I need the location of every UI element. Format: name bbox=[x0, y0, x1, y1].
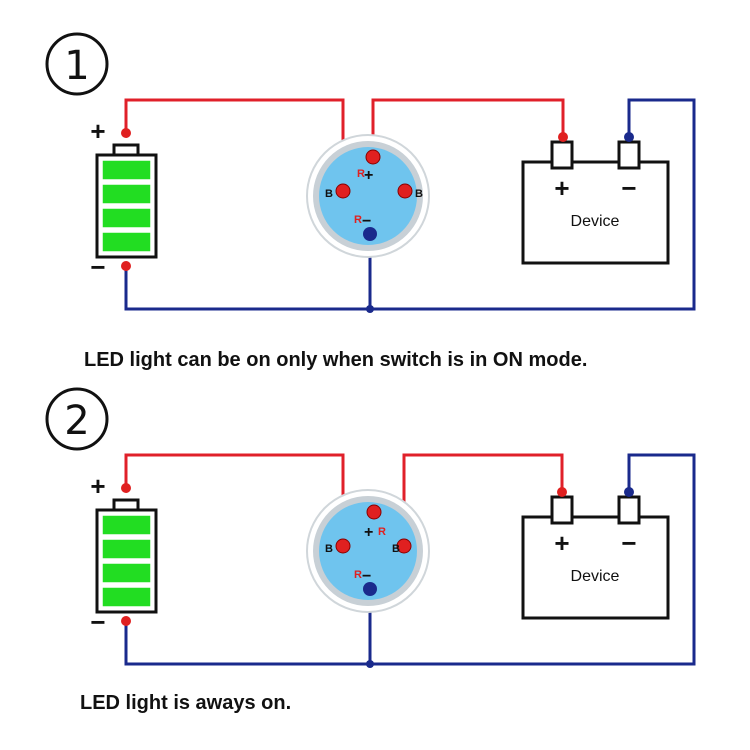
switch-r-top-pin bbox=[365, 149, 381, 165]
pin-label-minus: − bbox=[362, 568, 371, 585]
pin-label-r-bottom: R bbox=[354, 569, 362, 581]
device-plus-terminal bbox=[558, 132, 568, 142]
led-switch: R + B B R − bbox=[306, 134, 430, 258]
pin-label-b-right: B bbox=[392, 543, 400, 555]
switch-minus-pin bbox=[363, 227, 377, 241]
wire-ground-loop bbox=[124, 453, 696, 666]
device-minus-post bbox=[617, 140, 641, 170]
battery-plus-terminal bbox=[121, 128, 131, 138]
device-plus-label: + bbox=[554, 173, 569, 203]
device-body bbox=[521, 160, 670, 265]
pin-label-plus: + bbox=[364, 524, 373, 541]
number-circle bbox=[45, 387, 109, 451]
diagram-1-svg: 1 bbox=[45, 32, 696, 313]
battery-plus-label: + bbox=[90, 116, 105, 146]
battery-cell bbox=[101, 514, 152, 536]
battery: + − bbox=[90, 471, 158, 637]
pin-label-b-left: B bbox=[325, 188, 333, 200]
device-label: Device bbox=[571, 213, 620, 230]
ground-junction-dot bbox=[366, 305, 374, 313]
switch-face bbox=[319, 502, 417, 600]
diagram-2: 2 bbox=[0, 355, 750, 695]
battery-cell bbox=[101, 183, 152, 205]
battery-minus-label: − bbox=[90, 607, 105, 637]
battery-minus-terminal bbox=[121, 261, 131, 271]
diagram-2-svg: 2 bbox=[45, 387, 696, 668]
number-circle bbox=[45, 32, 109, 96]
device-plus-post bbox=[550, 495, 574, 525]
pin-label-r-top: R bbox=[357, 168, 365, 180]
switch-b-right-pin bbox=[397, 183, 413, 199]
led-switch: R + B B R − bbox=[306, 489, 430, 613]
battery: + − bbox=[90, 116, 158, 282]
battery-cell bbox=[101, 207, 152, 229]
battery-cell bbox=[101, 159, 152, 181]
number-digit: 2 bbox=[64, 398, 89, 444]
circled-one-icon: 1 bbox=[45, 32, 109, 96]
battery-plus-terminal bbox=[121, 483, 131, 493]
device: + − Device bbox=[521, 132, 670, 265]
pin-label-b-right: B bbox=[415, 188, 423, 200]
switch-minus-pin bbox=[363, 582, 377, 596]
wire-switch-r-to-device-plus bbox=[371, 98, 565, 157]
wire-switch-b-to-device-plus bbox=[402, 453, 564, 546]
pin-label-r-bottom: R bbox=[354, 214, 362, 226]
number-digit: 1 bbox=[64, 43, 89, 89]
device-minus-label: − bbox=[621, 528, 636, 558]
switch-b-right-pin bbox=[396, 538, 412, 554]
device-minus-terminal bbox=[624, 487, 634, 497]
wire-ground-loop bbox=[124, 98, 696, 311]
battery-minus-label: − bbox=[90, 252, 105, 282]
switch-r-top-pin bbox=[366, 504, 382, 520]
device-label: Device bbox=[571, 568, 620, 585]
pin-label-plus: + bbox=[364, 167, 373, 184]
battery-cell bbox=[101, 562, 152, 584]
battery-cell bbox=[101, 231, 152, 253]
device-plus-terminal bbox=[557, 487, 567, 497]
switch-b-left-pin bbox=[335, 538, 351, 554]
device-body bbox=[521, 515, 670, 620]
ground-junction-dot bbox=[366, 660, 374, 668]
device-plus-label: + bbox=[554, 528, 569, 558]
device-minus-post bbox=[617, 495, 641, 525]
caption-2: LED light is aways on. bbox=[80, 692, 292, 714]
device-minus-label: − bbox=[621, 173, 636, 203]
caption-1: LED light can be on only when switch is … bbox=[84, 349, 588, 371]
device: + − Device bbox=[521, 487, 670, 620]
pin-label-r-top: R bbox=[378, 526, 386, 538]
device-plus-post bbox=[550, 140, 574, 170]
device-minus-terminal bbox=[624, 132, 634, 142]
battery-minus-terminal bbox=[121, 616, 131, 626]
diagram-1: 1 bbox=[0, 0, 750, 340]
pin-label-minus: − bbox=[362, 213, 371, 230]
switch-b-left-pin bbox=[335, 183, 351, 199]
pin-label-b-left: B bbox=[325, 543, 333, 555]
switch-face bbox=[319, 147, 417, 245]
circled-two-icon: 2 bbox=[45, 387, 109, 451]
battery-cell bbox=[101, 586, 152, 608]
battery-plus-label: + bbox=[90, 471, 105, 501]
battery-cell bbox=[101, 538, 152, 560]
